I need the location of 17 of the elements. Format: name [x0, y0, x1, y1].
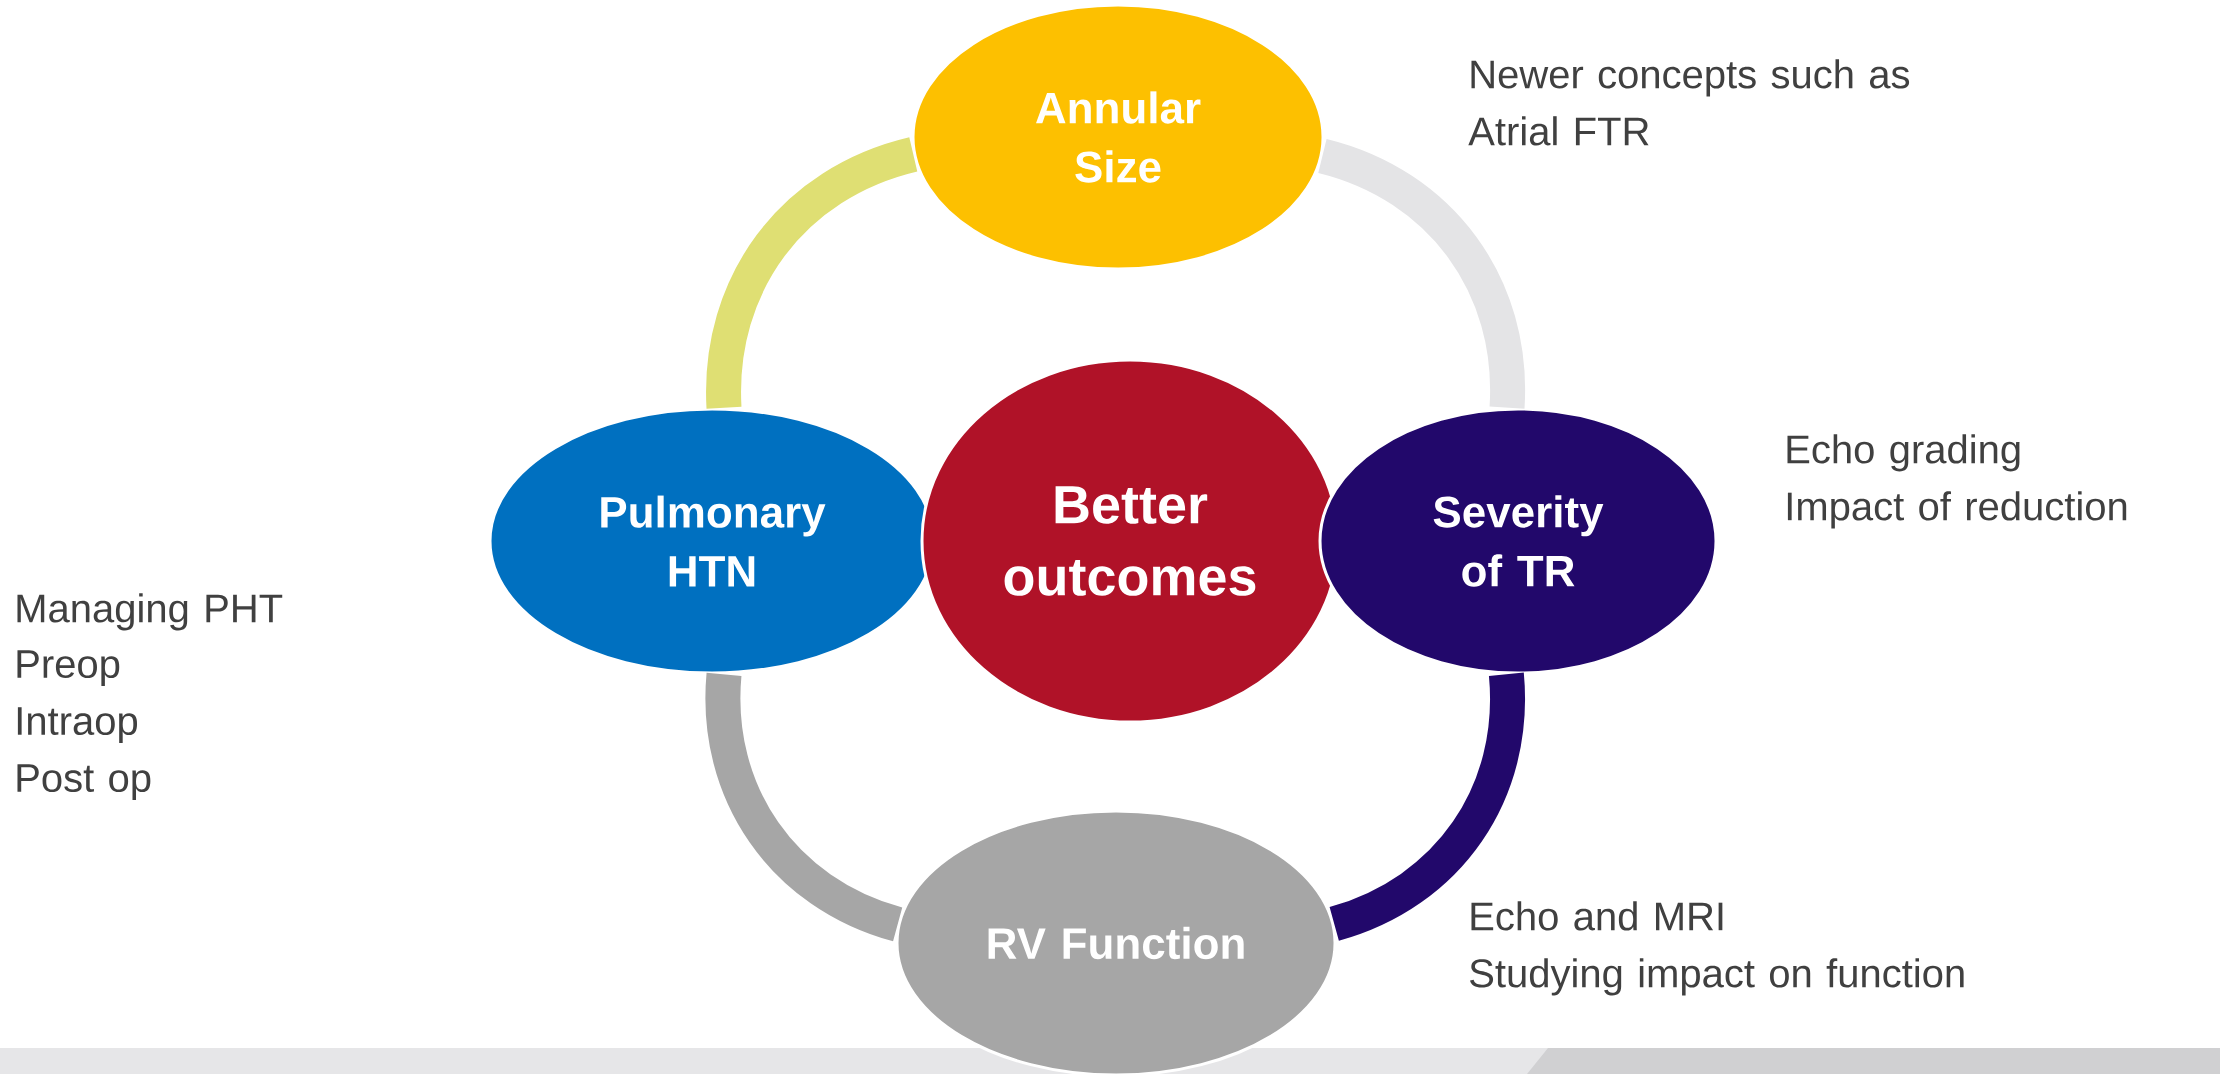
- note-text: Impact of reduction: [1787, 491, 2127, 529]
- note-text: Echo and MRI: [1471, 901, 1723, 931]
- ring-arc: [706, 137, 919, 408]
- note-text: Studying impact on function: [1470, 958, 1964, 996]
- note-text: Preop: [17, 650, 120, 687]
- note-text: Intraop: [17, 707, 138, 744]
- ellipse-node: Annular Size: [911, 3, 1325, 271]
- note-text: Newer concepts such as Atrial FTR: [1468, 59, 1910, 146]
- ellipse-node: Severity of TR: [1318, 407, 1718, 675]
- note-text: Echo grading: [1787, 434, 2020, 472]
- ring-arc: [1317, 139, 1525, 408]
- note-text: Post op: [17, 764, 151, 801]
- ellipse-node: Pulmonary HTN: [488, 407, 936, 675]
- note-text: Managing PHT: [17, 593, 283, 631]
- ellipse-node: Better outcomes: [920, 358, 1340, 724]
- ellipse-node: RV Function: [895, 809, 1337, 1074]
- ring-arc: [705, 673, 904, 942]
